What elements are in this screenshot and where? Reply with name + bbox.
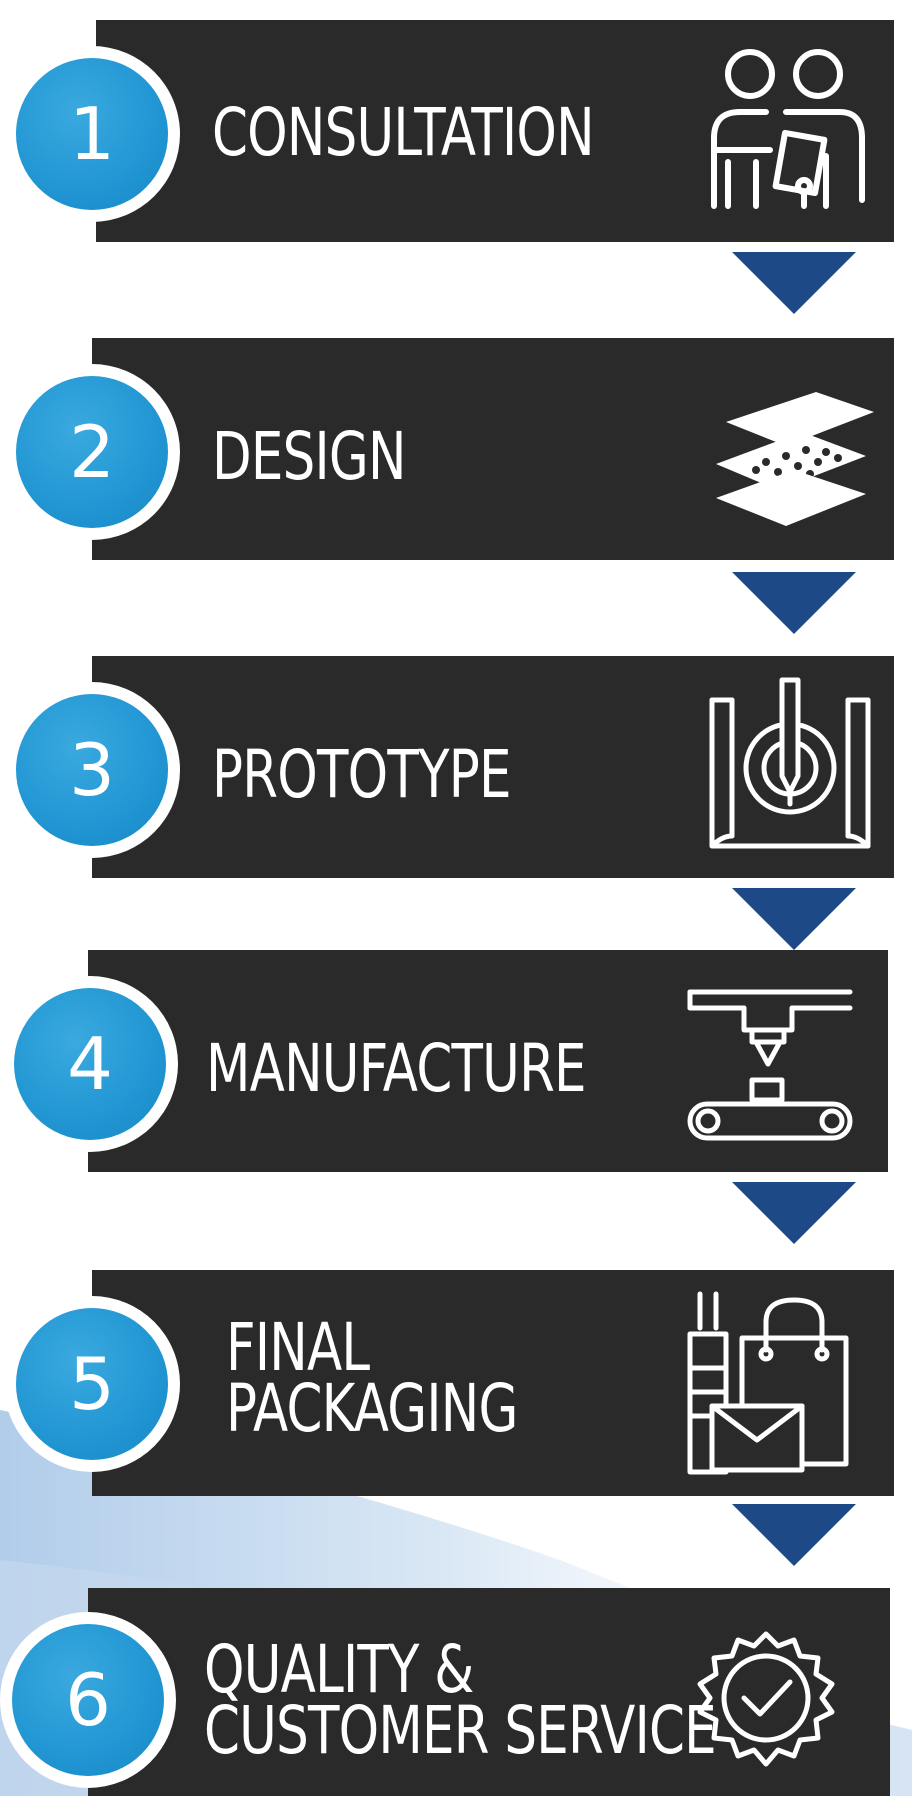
step-number: 1: [16, 58, 168, 210]
down-arrow: [732, 572, 856, 634]
down-arrow: [732, 1504, 856, 1566]
step-title: MANUFACTURE: [206, 1030, 587, 1107]
step-number-badge: 3: [4, 682, 180, 858]
step-number: 3: [16, 694, 168, 846]
down-arrow: [732, 888, 856, 950]
step-number-badge: 6: [0, 1612, 176, 1788]
conveyor-machine-icon: [687, 989, 853, 1141]
layers-icon: [716, 392, 874, 526]
quality-badge-icon: [697, 1631, 835, 1767]
step-number: 2: [16, 376, 168, 528]
blueprint-gear-icon: [709, 677, 871, 849]
step-number-badge: 4: [2, 976, 178, 1152]
step-bar: [88, 1588, 890, 1796]
step-title: CONSULTATION: [212, 94, 595, 171]
down-arrow: [732, 1182, 856, 1244]
step-number: 4: [14, 988, 166, 1140]
step-title: PROTOTYPE: [212, 736, 512, 813]
step-number: 5: [16, 1308, 168, 1460]
step-number-badge: 5: [4, 1296, 180, 1472]
step-bar: [92, 656, 894, 878]
step-number-badge: 1: [4, 46, 180, 222]
step-number: 6: [12, 1624, 164, 1776]
packaging-icon: [687, 1291, 849, 1475]
step-title: DESIGN: [212, 418, 407, 495]
consultation-icon: [711, 49, 865, 209]
step-title: FINAL PACKAGING: [226, 1309, 518, 1447]
step-number-badge: 2: [4, 364, 180, 540]
down-arrow: [732, 252, 856, 314]
step-title: QUALITY & CUSTOMER SERVICE: [204, 1631, 717, 1769]
step-bar: [88, 950, 888, 1172]
